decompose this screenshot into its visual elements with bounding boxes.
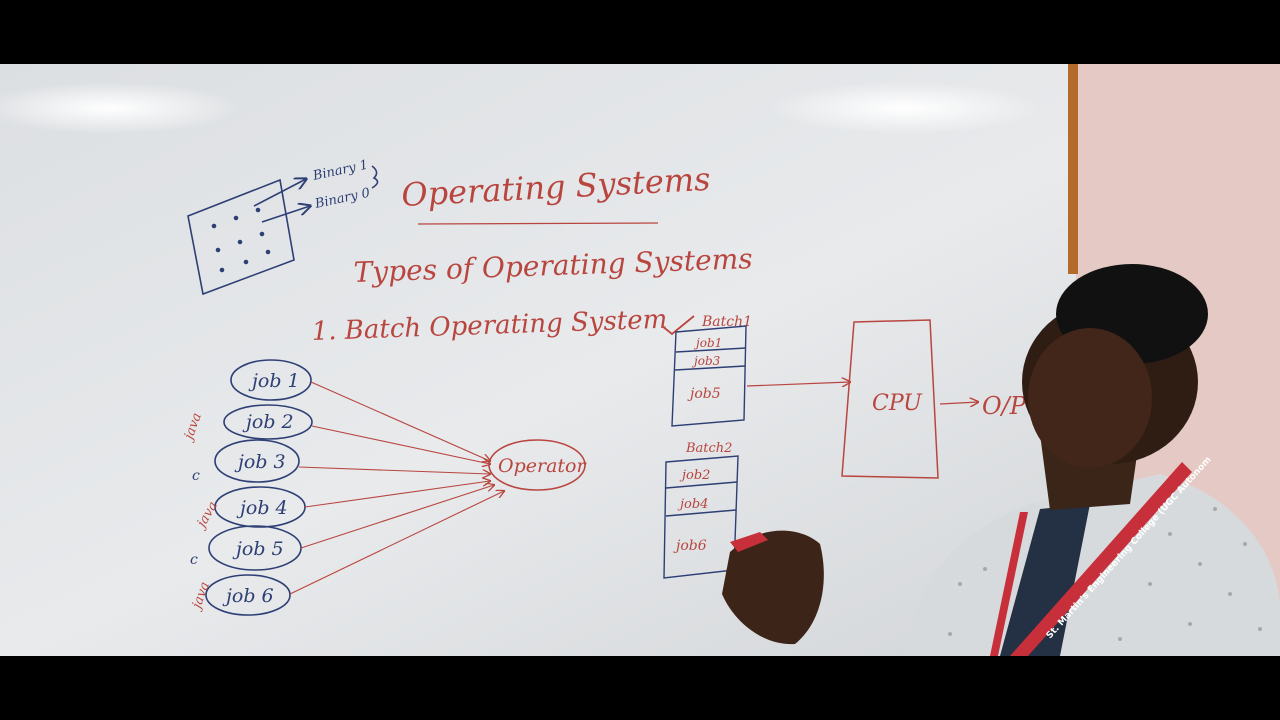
job-5-label: job 5 bbox=[232, 538, 284, 560]
job-arrows bbox=[289, 381, 504, 595]
job-4-label: job 4 bbox=[236, 497, 288, 519]
punch-card-sketch bbox=[187, 165, 379, 296]
board-frame-edge bbox=[1068, 64, 1078, 274]
light-glare-right bbox=[770, 82, 1040, 134]
output-label: O/P bbox=[982, 392, 1027, 420]
job-6-label: job 6 bbox=[222, 585, 274, 607]
letterbox-bottom bbox=[0, 656, 1280, 720]
job-2-label: job 2 bbox=[242, 411, 294, 433]
scene-svg: Binary 1 Binary 0 Operating Systems Type… bbox=[0, 64, 1280, 656]
job-6-ellipse bbox=[205, 574, 291, 616]
cpu-box bbox=[841, 319, 939, 479]
batch-2-label: Batch2 bbox=[685, 441, 732, 456]
job-2-ellipse bbox=[223, 404, 313, 440]
check-mark bbox=[661, 315, 695, 336]
batch-2-job-c: job6 bbox=[673, 538, 707, 554]
batch-1-job-a: job1 bbox=[693, 336, 722, 350]
light-glare-left bbox=[0, 82, 240, 134]
title-underline bbox=[417, 222, 659, 225]
batch-1-box bbox=[671, 325, 747, 427]
operator-ellipse bbox=[488, 439, 586, 491]
job-5-tag: c bbox=[190, 552, 198, 568]
cpu-label: CPU bbox=[872, 391, 923, 416]
job-1-label: job 1 bbox=[248, 370, 300, 392]
operator-label: Operator bbox=[498, 455, 587, 477]
job-3-ellipse bbox=[214, 439, 300, 483]
letterbox-top bbox=[0, 0, 1280, 64]
batch-1-job-c: job5 bbox=[687, 386, 721, 402]
batch-2-job-b: job4 bbox=[677, 497, 708, 512]
batch-1-job-b: job3 bbox=[691, 354, 721, 368]
presenter bbox=[722, 264, 1280, 656]
job-3-tag: c bbox=[192, 468, 200, 484]
lecture-scene: Binary 1 Binary 0 Operating Systems Type… bbox=[0, 64, 1280, 656]
job-3-label: job 3 bbox=[234, 451, 286, 473]
batch-to-cpu-arrow bbox=[746, 382, 850, 386]
cpu-output-arrow bbox=[939, 402, 978, 404]
job-1-ellipse bbox=[230, 359, 312, 401]
batch-2-job-a: job2 bbox=[679, 468, 710, 483]
